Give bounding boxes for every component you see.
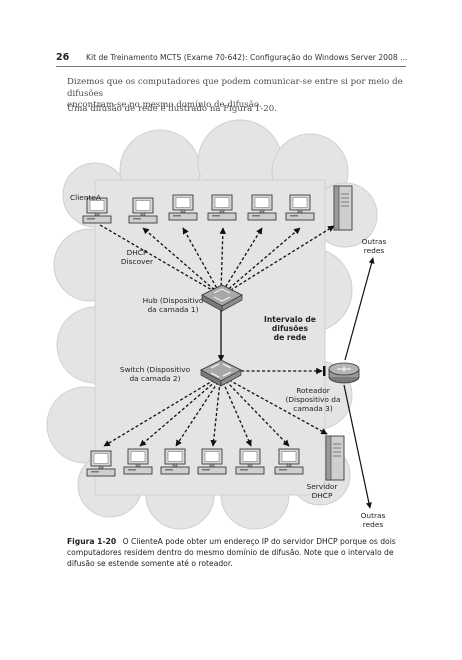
computer-top-2 (128, 197, 158, 224)
dhcp-server-label-2: DHCP (312, 491, 333, 500)
dhcp-discover-label-1: DHCP (127, 248, 148, 257)
router-label-1: Roteador (296, 386, 331, 395)
router-label-3: camada 3) (293, 404, 333, 413)
computer-top-6 (285, 194, 315, 221)
paragraph-1-line-2: encontram-se no mesmo domínio de difusão… (67, 100, 262, 110)
paragraph-2: Uma difusão de rede é ilustrado na Figur… (67, 104, 277, 114)
other-networks-bottom-label-2: redes (363, 520, 384, 529)
page-number: 26 (56, 52, 70, 63)
dhcp-server (325, 435, 345, 481)
broadcast-range-label-2: difusões (272, 324, 309, 333)
server-top (333, 185, 353, 231)
computer-bottom-2 (123, 448, 153, 475)
other-networks-top-label-1: Outras (362, 237, 387, 246)
other-networks-top-label-2: redes (364, 246, 385, 255)
computer-top-3 (168, 194, 198, 221)
top-connections (99, 224, 335, 294)
hub-device (201, 284, 243, 312)
other-networks-bottom-label-1: Outras (361, 511, 386, 520)
computer-bottom-3 (160, 448, 190, 475)
dhcp-server-label-1: Servidor (307, 482, 339, 491)
computer-bottom-4 (197, 448, 227, 475)
figure-caption: Figura 1-20 O ClienteA pode obter um end… (67, 536, 422, 569)
switch-label-1: Switch (Dispositivo (120, 365, 191, 374)
computer-top-4 (207, 194, 237, 221)
broadcast-range-label-3: de rede (274, 333, 307, 342)
router-block-marker (323, 366, 326, 376)
router-outer-links (343, 257, 375, 509)
computer-bottom-5 (235, 448, 265, 475)
caption-text: O ClienteA pode obter um endereço IP do … (67, 537, 396, 568)
hub-label-1: Hub (Dispositivo (143, 296, 204, 305)
switch-device (200, 359, 242, 387)
paragraph-1: Dizemos que os computadores que podem co… (67, 77, 419, 112)
hub-label-2: da camada 1) (147, 305, 198, 314)
client-a-label: ClienteA (70, 193, 101, 202)
dhcp-discover-label-2: Discover (121, 257, 154, 266)
running-header: 26 Kit de Treinamento MCTS (Exame 70-642… (56, 52, 408, 67)
figure-number: Figura 1-20 (67, 537, 117, 546)
running-title: Kit de Treinamento MCTS (Exame 70-642): … (86, 53, 408, 62)
paragraph-1-line-1: Dizemos que os computadores que podem co… (67, 77, 403, 99)
computer-bottom-1 (86, 450, 116, 477)
bottom-connections (103, 367, 328, 447)
broadcast-range-label-1: Intervalo de (264, 315, 316, 324)
router-device (328, 362, 360, 384)
router-label-2: (Dispositivo da (285, 395, 340, 404)
computer-bottom-6 (274, 448, 304, 475)
computer-top-5 (247, 194, 277, 221)
switch-label-2: da camada 2) (129, 374, 180, 383)
